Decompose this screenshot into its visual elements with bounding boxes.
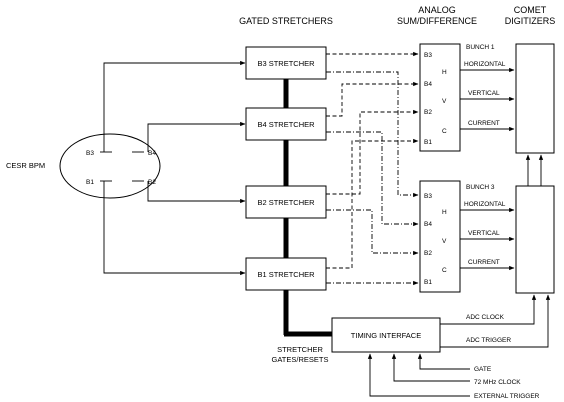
sdt-out-v: V [442,98,447,105]
b1-stretcher-box [245,257,327,291]
header-gated-stretchers: GATED STRETCHERS [239,16,333,26]
adc-trigger-wire [440,294,551,348]
wire-b1-bpm [103,181,246,276]
external-trigger-label: EXTERNAL TRIGGER [474,393,540,400]
sdb-in-b1: B1 [424,279,432,286]
clock-72-label: 72 MHz CLOCK [474,379,521,386]
bpm-label: CESR BPM [6,161,45,170]
b2-stretcher-box [245,185,327,219]
bpm-b3: B3 [86,150,94,157]
sdt-in-b3: B3 [424,52,432,59]
clock-72-wire [391,353,470,382]
sdb-vertical-label: VERTICAL [468,230,500,237]
sdb-in-b4: B4 [424,221,432,228]
bpm-b4: B4 [148,150,156,157]
sdt-out-h: H [442,69,447,76]
b3-stretcher-label: B3 STRETCHER [257,59,315,68]
sdt-bunch-label: BUNCH 1 [466,44,495,51]
sdb-horizontal-label: HORIZONTAL [464,201,506,208]
stretcher-gates-label-1: STRETCHER [277,345,323,354]
timing-interface-box [331,317,441,353]
gate-label: GATE [474,366,492,373]
gate-wire [417,353,470,370]
sdb-in-b3: B3 [424,193,432,200]
sdb-bunch-label: BUNCH 3 [466,184,495,191]
sdt-in-b4: B4 [424,81,432,88]
digitizer-link-arrows [525,154,544,186]
sumdiff-bottom-box [419,180,461,293]
header-comet: COMET [514,5,547,15]
wire-b4-bpm [147,121,246,152]
b2-stretcher-label: B2 STRETCHER [257,198,315,207]
sdb-current-label: CURRENT [468,259,500,266]
header-sum-difference: SUM/DIFFERENCE [397,16,477,26]
header-analog: ANALOG [418,5,456,15]
bpm-b2: B2 [148,179,156,186]
bpm-electrodes [100,151,144,182]
stretcher-gates-label-2: GATES/RESETS [272,355,329,364]
b4-stretcher-box [245,107,327,141]
b4-stretcher-label: B4 STRETCHER [257,120,315,129]
wire-b2-bpm [147,181,246,204]
digitizer-bottom-box [515,185,555,294]
sdb-out-h: H [442,209,447,216]
sdt-current-label: CURRENT [468,120,500,127]
header-digitizers: DIGITIZERS [505,16,556,26]
sdb-out-v: V [442,238,447,245]
bpm-ellipse [59,133,161,199]
external-trigger-wire [367,353,470,397]
adc-clock-label: ADC CLOCK [466,314,505,321]
b1-stretcher-label: B1 STRETCHER [257,270,315,279]
adc-trigger-label: ADC TRIGGER [466,337,511,344]
b3-stretcher-box [245,46,327,80]
bpm-b1: B1 [86,179,94,186]
sdt-in-b1: B1 [424,139,432,146]
sumdiff-top-box [419,43,461,152]
sumdiff-output-wires [460,67,515,271]
adc-clock-wire [440,294,537,325]
sdb-out-c: C [442,267,447,274]
timing-interface-label: TIMING INTERFACE [351,331,421,340]
stretcher-output-wires [326,51,419,286]
digitizer-top-box [515,43,555,154]
sdt-vertical-label: VERTICAL [468,90,500,97]
sdt-horizontal-label: HORIZONTAL [464,61,506,68]
wire-b3-bpm [103,60,246,152]
sdb-in-b2: B2 [424,250,432,257]
sdt-out-c: C [442,128,447,135]
sdt-in-b2: B2 [424,109,432,116]
